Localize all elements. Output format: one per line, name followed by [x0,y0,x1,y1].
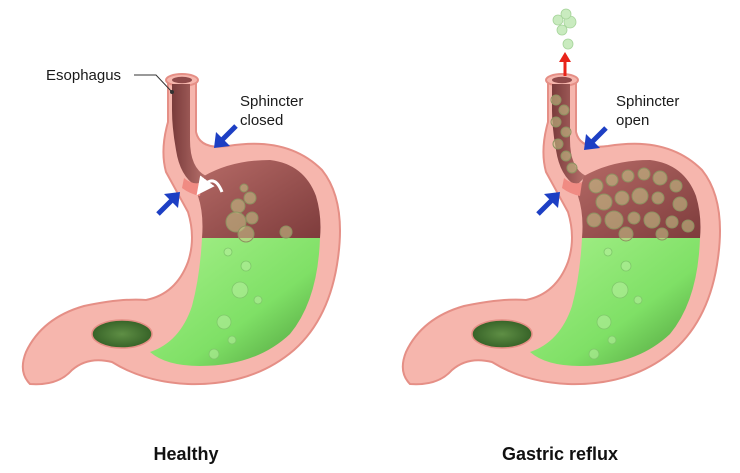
pressure-arrow-upper-left [214,124,238,148]
blocked-arrow [196,175,224,196]
label-sphincter-closed-2: closed [240,112,283,129]
pressure-arrow-upper-right [584,126,608,150]
pressure-arrow-lower-left [156,192,180,216]
caption-healthy: Healthy [153,444,218,464]
label-sphincter-open-1: Sphincter [616,93,679,110]
label-esophagus: Esophagus [46,67,121,84]
reflux-arrow-head [559,52,571,62]
label-sphincter-closed-1: Sphincter [240,93,303,110]
caption-reflux: Gastric reflux [502,444,618,464]
pressure-arrow-lower-right [536,192,560,216]
label-sphincter-open-2: open [616,112,649,129]
esophagus-leader [134,74,173,93]
healthy-stomach [21,73,342,386]
reflux-stomach [401,8,721,386]
